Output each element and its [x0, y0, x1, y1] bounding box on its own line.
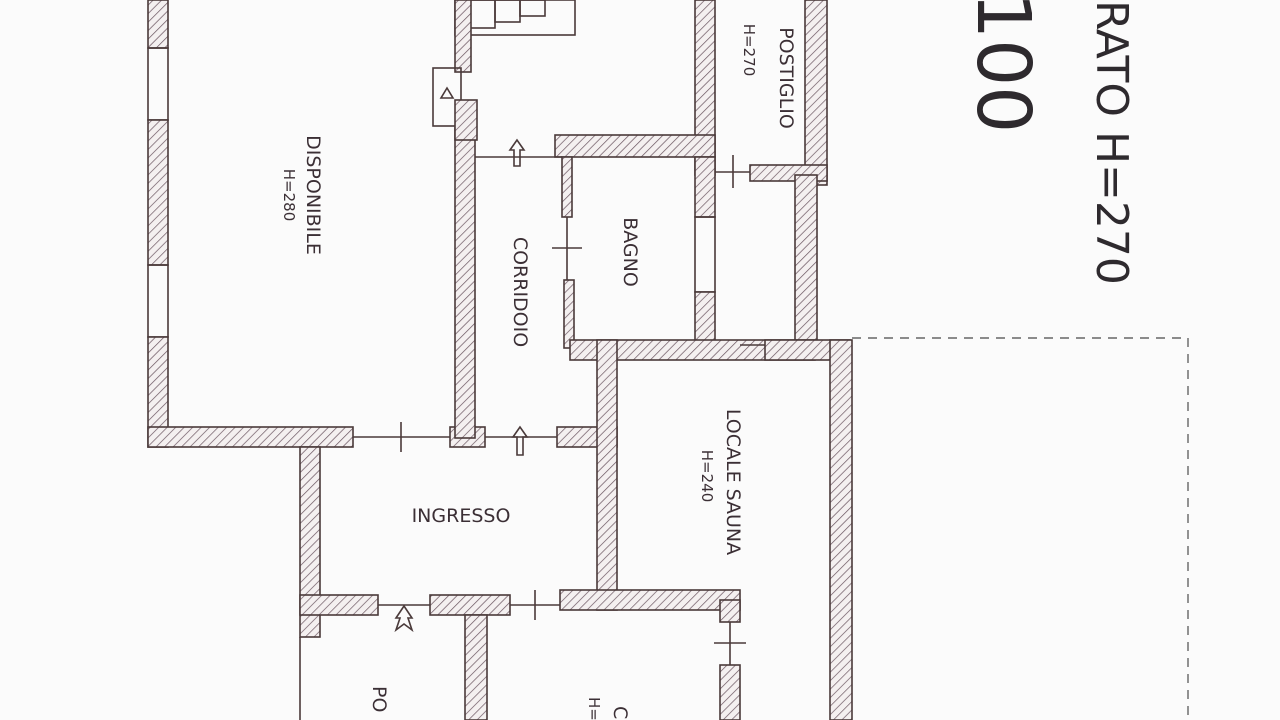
wall-bagno-right-lower	[694, 291, 716, 348]
wall-sauna-bottom-stub	[719, 599, 741, 623]
room-label-corridoio: CORRIDOIO	[509, 237, 531, 347]
stair-block	[454, 0, 576, 36]
room-label-disponibile: DISPONIBILE	[302, 135, 324, 255]
floor-level-heading: RATO H=270	[1086, 0, 1137, 285]
arrow-corridoio-bottom	[511, 425, 529, 456]
wall-disponibile-bottom	[147, 426, 354, 448]
labels: POSTIGLIO H=270 DISPONIBILE H=280 CORRID…	[280, 0, 1137, 720]
fireplace-box	[432, 67, 462, 127]
window-left-top	[147, 47, 169, 121]
direction-arrows	[394, 138, 529, 633]
room-label-bagno: BAGNO	[619, 217, 641, 287]
wall-ingresso-bottom-left	[299, 594, 379, 616]
room-label-ingresso: INGRESSO	[412, 505, 511, 527]
window-bagno	[694, 216, 716, 293]
room-label-bottom-partial: C	[609, 706, 631, 719]
wall-right-strip	[794, 174, 818, 341]
window-left-bottom	[147, 264, 169, 338]
arrow-corridoio-top	[508, 138, 526, 167]
doors	[353, 155, 765, 665]
wall-corridoio-right-bottom	[563, 279, 575, 349]
room-height-disponibile: H=280	[280, 169, 298, 221]
wall-bagno-right	[694, 156, 716, 218]
wall-sauna-left	[596, 339, 618, 611]
wall-portico-right	[464, 614, 488, 720]
stair-step-1	[469, 0, 496, 29]
room-height-bottom-partial: H=	[585, 697, 603, 720]
outdoor-boundary	[852, 337, 1189, 720]
wall-sauna-bottom	[559, 589, 741, 611]
wall-stair-inner	[454, 99, 478, 141]
scale-label: 100	[960, 0, 1046, 133]
fireplace-arrow	[439, 86, 455, 99]
wall-bagno-top	[554, 134, 716, 158]
room-label-postiglio: POSTIGLIO	[775, 27, 797, 129]
wall-stair-left	[454, 0, 472, 73]
wall-left-outer	[147, 0, 169, 49]
wall-ingresso-left	[299, 446, 321, 638]
walls	[147, 0, 853, 720]
room-height-locale-sauna: H=240	[698, 450, 716, 502]
wall-disponibile-corridoio	[454, 127, 476, 439]
wall-lower-right-stub	[719, 664, 741, 720]
room-height-postiglio: H=270	[740, 24, 758, 76]
stair-step-3	[519, 0, 546, 17]
wall-sauna-right	[829, 339, 853, 720]
room-label-locale-sauna: LOCALE SAUNA	[722, 409, 744, 555]
wall-corridoio-right-top	[561, 156, 573, 218]
wall-ingresso-bottom-mid	[429, 594, 511, 616]
room-label-portico-partial: PO	[368, 686, 390, 712]
wall-postiglio-right	[804, 0, 828, 186]
stair-step-2	[494, 0, 521, 23]
arrow-entry	[394, 604, 414, 633]
dashed-boundary	[852, 337, 1189, 720]
wall-left-mid	[147, 119, 169, 266]
